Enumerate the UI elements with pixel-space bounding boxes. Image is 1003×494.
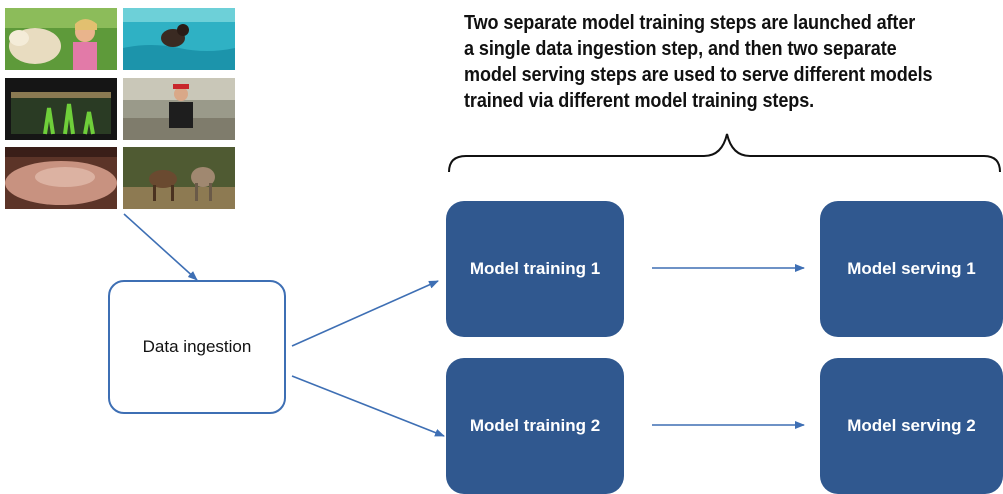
model-training-2-label: Model training 2: [469, 416, 601, 435]
data-ingestion-node: Data ingestion: [108, 280, 286, 414]
model-training-2-node: Model training 2: [446, 358, 624, 494]
blurry-closeup-photo: [5, 147, 117, 209]
model-training-1-node: Model training 1: [446, 201, 624, 337]
diagram-caption: Two separate model training steps are la…: [464, 10, 936, 114]
arrow-ingestion-to-training-2: [291, 375, 445, 437]
model-serving-2-label: Model serving 2: [847, 416, 976, 435]
caption-line: model serving steps are used to serve di…: [464, 63, 933, 86]
model-serving-1-node: Model serving 1: [820, 201, 1003, 337]
arrow-images-to-ingestion: [123, 213, 198, 281]
horses-photo: [123, 147, 235, 209]
curly-brace: [448, 133, 1001, 173]
man-in-red-cap-photo: [123, 78, 235, 140]
dog-and-child-photo: [5, 8, 117, 70]
caption-line: Two separate model training steps are la…: [464, 11, 916, 34]
caption-line: trained via different model training ste…: [464, 89, 815, 112]
model-serving-1-label: Model serving 1: [847, 259, 976, 278]
data-ingestion-label: Data ingestion: [142, 337, 252, 356]
model-training-1-label: Model training 1: [469, 259, 601, 278]
model-serving-2-node: Model serving 2: [820, 358, 1003, 494]
caption-line: a single data ingestion step, and then t…: [464, 37, 897, 60]
swimming-pool-photo: [123, 8, 235, 70]
aquarium-photo: [5, 78, 117, 140]
arrow-ingestion-to-training-1: [291, 280, 439, 347]
